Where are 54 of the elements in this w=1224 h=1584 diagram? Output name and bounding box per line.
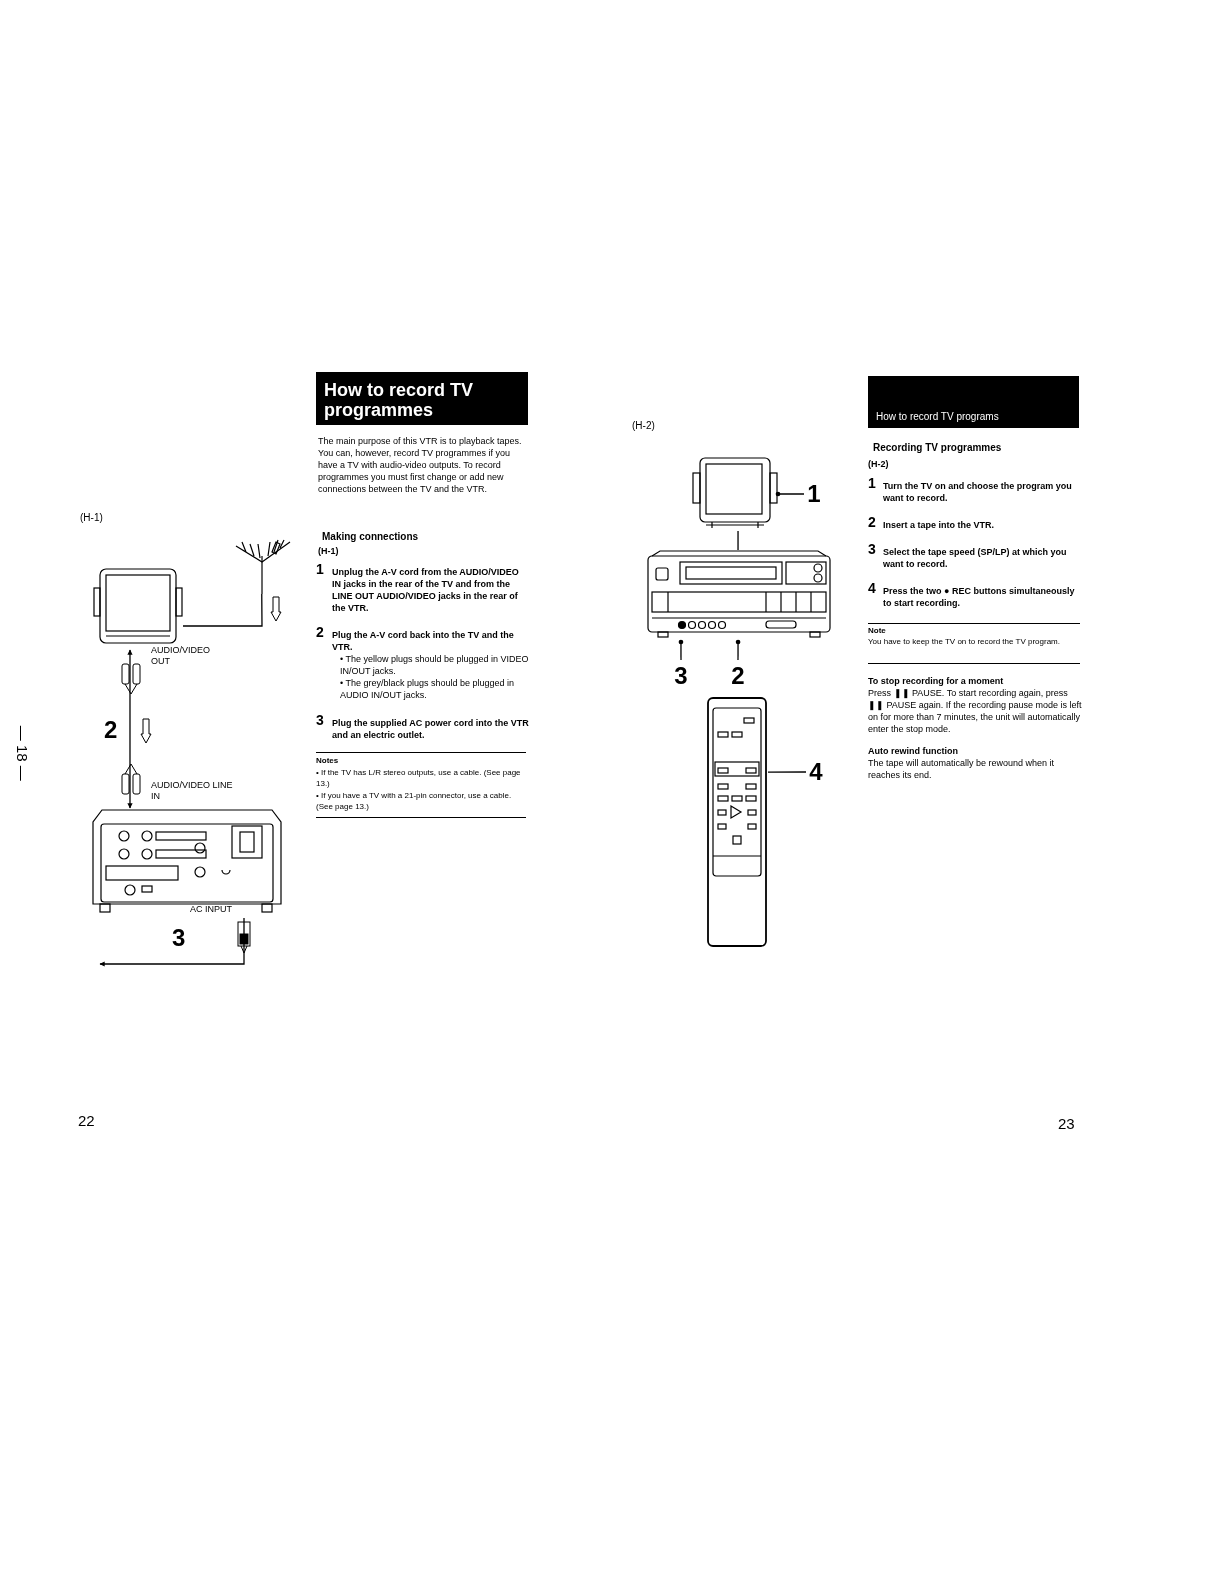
jack-label: AC INPUT — [190, 904, 232, 915]
step-number: 2 — [868, 514, 876, 530]
section-heading: Recording TV programmes — [873, 441, 1002, 455]
bullet-text: • The yellow plugs should be plugged in VIDEO IN/OUT jacks. — [340, 653, 530, 677]
step-text: Insert a tape into the VTR. — [883, 519, 995, 531]
figure-label: (H-1) — [318, 545, 339, 558]
step-text: Plug the A-V cord back into the TV and the VTR. — [332, 629, 515, 653]
heading-banner: How to record TV programs — [868, 376, 1079, 428]
callout-number: 1 — [804, 478, 824, 510]
leader-line — [775, 491, 805, 497]
step-number: 3 — [316, 712, 324, 728]
leader-line — [737, 530, 739, 551]
step-number: 3 — [868, 541, 876, 557]
note-text: • If the TV has L/R stereo outputs, use a cable. (See page 13.) — [316, 767, 522, 789]
callout-number: 4 — [806, 756, 826, 788]
leader-line — [182, 593, 263, 627]
step-number: 2 — [316, 624, 324, 640]
tv-front-drawing — [692, 455, 778, 531]
page-number: 23 — [1058, 1114, 1075, 1134]
step-number: 1 — [316, 561, 324, 577]
subheading: To stop recording for a moment — [868, 675, 1004, 688]
cable-arrow — [99, 917, 245, 967]
callout-number: 2 — [727, 660, 749, 692]
leader-line — [678, 639, 684, 661]
notes-heading: Note — [868, 625, 886, 637]
note-text: You have to keep the TV on to record the TV program. — [868, 636, 1061, 647]
page-number: 22 — [78, 1111, 95, 1131]
note-text: • If you have a TV with a 21-pin connector, use a cable. (See page 13.) — [316, 790, 513, 812]
body-paragraph: The tape will automatically be rewound when it reaches its end. — [868, 757, 1056, 781]
figure-label: (H-2) — [868, 458, 889, 471]
step-text: Press the two ● REC buttons simultaneously to start recording. — [883, 585, 1076, 609]
step-text: Unplug the A-V cord from the AUDIO/VIDEO IN jacks in the rear of the TV and from the LINE OUT AUDIO/VIDEO jacks in the rear of the VTR. — [332, 566, 520, 614]
step-text: Turn the TV on and choose the program you want to record. — [883, 480, 1073, 504]
remote-control-drawing — [706, 696, 768, 948]
page-number: — 18 — — [13, 724, 33, 783]
figure-label: (H-1) — [80, 511, 103, 525]
jack-label: AUDIO/VIDEO OUT — [151, 645, 211, 667]
leader-line — [767, 771, 807, 773]
callout-number: 3 — [670, 660, 692, 692]
heading-banner: How to record TV programmes — [316, 372, 528, 425]
body-paragraph: Press ❚❚ PAUSE. To start recording again, press ❚❚ PAUSE again. If the recording pause mode is left on for more than 7 minutes, the unit will automatically enter the stop mode. — [868, 687, 1082, 735]
step-text: Plug the supplied AC power cord into the VTR and an electric outlet. — [332, 717, 530, 741]
leader-line — [735, 639, 741, 661]
bullet-text: • The grey/black plugs should be plugged in AUDIO IN/OUT jacks. — [340, 677, 516, 701]
step-text: Select the tape speed (SP/LP) at which you want to record. — [883, 546, 1068, 570]
step-number: 4 — [868, 580, 876, 596]
subheading: Auto rewind function — [868, 745, 958, 758]
figure-label: (H-2) — [632, 419, 655, 433]
cable-arrow — [127, 649, 133, 809]
step-number: 1 — [868, 475, 876, 491]
section-heading: Making connections — [322, 530, 419, 544]
notes-heading: Notes — [316, 755, 339, 767]
intro-paragraph: The main purpose of this VTR is to playback tapes. You can, however, record TV programmes if you have a TV with audio-video outputs. To record programmes you must first change or add new connections between the TV and the VTR. — [318, 435, 523, 495]
jack-label: AUDIO/VIDEO LINE IN — [151, 780, 234, 802]
